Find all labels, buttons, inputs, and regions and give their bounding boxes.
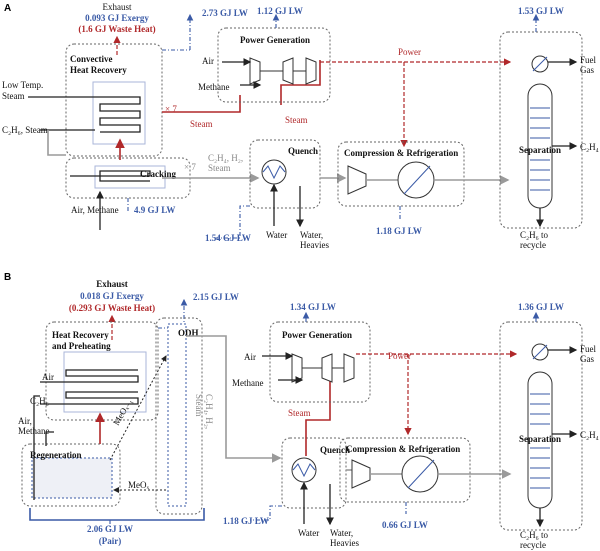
a-quench-exchanger (261, 159, 287, 185)
b-exhaust-waste-heat: (0.293 GJ Waste Heat) (69, 303, 155, 313)
b-steam-label: Steam (288, 408, 311, 418)
a-times7-top: × 7 (165, 104, 177, 114)
a-c2h4-label: C₂H₄ (580, 142, 599, 152)
b-quench-lw-label: 1.18 GJ LW (223, 516, 269, 526)
a-separation-lw-label: 1.53 GJ LW (518, 6, 564, 16)
a-power-box (217, 27, 331, 103)
a-comp-compressor (347, 165, 367, 195)
b-compression-box (339, 437, 471, 503)
a-times7-bottom: × 7 (184, 162, 196, 172)
b-quench-exchanger (291, 457, 317, 483)
b-pair-lw-line1: 2.06 GJ LW (87, 524, 133, 534)
a-cracking-coil (70, 170, 151, 182)
a-cracking-lw-label: 4.9 GJ LW (134, 205, 175, 215)
a-turbine-2 (305, 57, 317, 85)
a-fuel-gas-label: Fuel Gas (580, 55, 598, 75)
a-water-heavies-label: Water, Heavies (300, 230, 329, 250)
panel-a: A Exhaust 0.093 GJ Exergy (1.6 GJ Waste … (2, 2, 599, 250)
b-c2h6-recycle-label: C₂H₆ to recycle (520, 530, 550, 550)
a-compression-box (337, 141, 465, 207)
b-odh-box (155, 317, 203, 515)
b-odh-reactor (167, 323, 187, 507)
b-water-heavies-label: Water, Heavies (330, 528, 359, 548)
a-exhaust-exergy: 0.093 GJ Exergy (85, 13, 149, 23)
b-power-lw-label: 1.34 GJ LW (290, 302, 336, 312)
b-compression-lw-label: 0.66 GJ LW (382, 520, 428, 530)
a-steam-left: Steam (190, 119, 213, 129)
b-heat-recovery-label: Heat Recovery and Preheating (52, 330, 111, 351)
a-heat-exchanger (92, 81, 146, 145)
a-power-text: Power (398, 47, 421, 57)
a-heat-recovery-label: Convective Heat Recovery (70, 54, 127, 75)
b-products-line (186, 335, 282, 463)
a-c2h6-recycle-label: C₂H₆ to recycle (520, 230, 550, 250)
b-hr-lw-label: 2.15 GJ LW (193, 292, 239, 302)
a-exhaust-title: Exhaust (103, 2, 132, 12)
a-steam-left-line (162, 95, 241, 113)
a-air-label: Air (202, 56, 214, 66)
b-c2h6-label: C₂H₆ (30, 396, 49, 406)
a-steam-mid: Steam (285, 115, 308, 125)
b-regeneration-bed (31, 457, 113, 499)
b-pair-lw-line2: (Pair) (99, 536, 122, 546)
b-separation-lw-label: 1.36 GJ LW (518, 302, 564, 312)
a-turbine-1 (282, 57, 294, 85)
a-methane-label: Methane (198, 82, 230, 92)
b-meox-label: MeOₓ (128, 480, 149, 490)
a-heat-recovery-line1: Convective (70, 54, 113, 64)
a-water-label: Water (266, 230, 287, 240)
b-exhaust-exergy: 0.018 GJ Exergy (80, 291, 144, 301)
a-recycle-loop (47, 130, 66, 156)
a-air-methane-label: Air, Methane (71, 205, 119, 215)
b-regeneration-box (21, 443, 121, 507)
panel-b: B Exhaust 0.018 GJ Exergy (0.293 GJ Wast… (4, 272, 599, 550)
a-products-label: C₂H₄, H₂, Steam (208, 153, 245, 173)
a-low-temp-steam-label: Low Temp. Steam (2, 80, 45, 101)
a-quench-box (249, 139, 321, 209)
a-separation-box (499, 31, 583, 229)
b-compression-label: Compression & Refrigeration (346, 444, 460, 454)
a-hr-lw-label: 2.73 GJ LW (202, 8, 248, 18)
b-steam-line (305, 380, 331, 456)
b-quench-box (281, 437, 347, 509)
a-heat-recovery-box (65, 43, 163, 157)
a-steam-mid-line (280, 60, 321, 105)
panel-b-label: B (4, 272, 11, 283)
b-products-label: C₂H₄, H₂, Steam (194, 394, 214, 431)
b-separation-label: Separation (519, 434, 561, 444)
b-air-pg-label: Air (244, 352, 256, 362)
b-odh-label: ODH (178, 328, 199, 338)
a-power-label: Power Generation (240, 35, 310, 45)
a-exhaust-waste-heat: (1.6 GJ Waste Heat) (78, 24, 155, 34)
a-power-lw-label: 1.12 GJ LW (257, 6, 303, 16)
a-quench-label: Quench (288, 146, 318, 156)
a-coil-low-steam (28, 96, 141, 133)
a-c2h6-steam-label: C₂H₆, Steam (2, 125, 48, 135)
a-quench-lw-label: 1.54 GJ LW (205, 233, 251, 243)
a-separation-label: Separation (519, 145, 561, 155)
b-power-box (269, 321, 371, 403)
b-regeneration-label: Regeneration (30, 450, 82, 460)
a-cracking-label: Cracking (140, 169, 177, 179)
panel-a-label: A (4, 3, 11, 14)
b-fuel-gas-label: Fuel Gas (580, 344, 598, 364)
b-power-label: Power Generation (282, 330, 352, 340)
b-quench-label: Quench (320, 445, 350, 455)
a-heat-recovery-line2: Heat Recovery (70, 65, 127, 75)
a-compressor (249, 57, 261, 85)
b-c2h4-label: C₂H₄ (580, 430, 599, 440)
b-separation-box (499, 321, 583, 531)
b-air-label: Air (42, 372, 54, 382)
b-water-label: Water (298, 528, 319, 538)
b-power-text: Power (388, 351, 411, 361)
a-compression-lw-label: 1.18 GJ LW (376, 226, 422, 236)
b-methane-pg-label: Methane (232, 378, 264, 388)
b-pair-bracket (29, 508, 205, 521)
a-compression-label: Compression & Refrigeration (344, 148, 458, 158)
b-exhaust-title: Exhaust (96, 279, 128, 289)
